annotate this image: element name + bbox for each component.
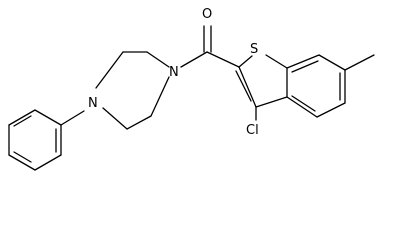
amide-nitrogen-atom-label: N (169, 65, 179, 80)
thiophene-c2-s-bond (238, 55, 253, 68)
thiophene-c3a-c3-bond (255, 96, 288, 108)
amide-bond (180, 51, 208, 68)
benzo-bond (318, 54, 346, 71)
phenyl-nitrogen-bond (60, 110, 85, 126)
benzo-inner-double-bond (291, 60, 319, 73)
piperazine-bond (102, 107, 128, 130)
piperazine-bond (95, 51, 124, 89)
thiophene-inner-double-bond (235, 70, 252, 102)
oxygen-atom-label: O (202, 7, 212, 22)
aniline-nitrogen-atom-label: N (88, 96, 98, 111)
phenyl-bond (8, 154, 36, 171)
carbonyl-thiophene-bond (206, 51, 240, 68)
thiophene-ring (235, 54, 288, 108)
sulfur-atom-label: S (250, 42, 258, 57)
piperazine-bond (126, 115, 152, 130)
phenyl-inner-double-bond (13, 115, 32, 127)
phenyl-bond (34, 154, 62, 171)
methyl-bond (344, 54, 375, 71)
benzo-inner-double-bond (291, 95, 316, 112)
benzo-bond (316, 102, 346, 118)
benzo-bond (286, 96, 318, 118)
piperazine-ring (95, 51, 170, 130)
thiophene-c3-c2-bond (238, 66, 257, 108)
phenyl-inner-double-bond (13, 151, 32, 163)
thiophene-s-c7a-bond (265, 54, 288, 69)
phenyl-bond (8, 109, 36, 126)
benzo-ring (286, 54, 346, 118)
phenyl-bond (34, 109, 62, 126)
phenyl-ring (8, 109, 62, 171)
benzo-bond (286, 54, 320, 69)
piperazine-bond (150, 76, 170, 117)
chemical-structure-diagram: O S N N Cl (8, 7, 375, 171)
chlorine-atom-label: Cl (246, 123, 259, 138)
piperazine-bond (146, 51, 170, 68)
